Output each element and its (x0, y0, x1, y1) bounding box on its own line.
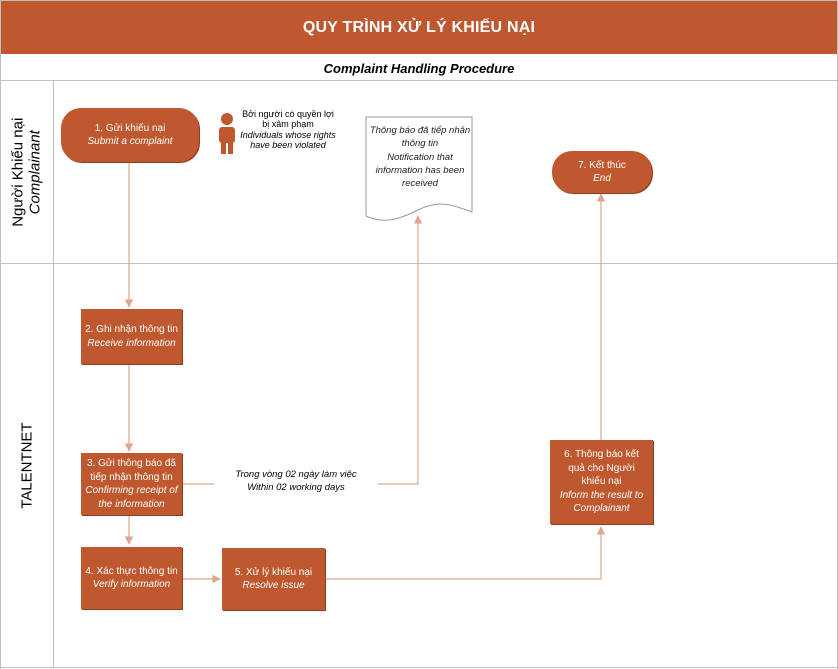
edge-5-6 (325, 526, 606, 580)
document-vi: Thông báo đã tiếp nhận thông tin (369, 125, 471, 150)
step-2-receive-information[interactable]: 2. Ghi nhận thông tin Receive informatio… (81, 309, 182, 364)
actor-caption: Bởi người có quyền lợi bị xâm phạm Indiv… (238, 109, 338, 150)
frame-border-top (0, 0, 838, 1)
step-4-en: Verify information (92, 579, 171, 590)
step-6-vi: 6. Thông báo kết quả cho Người khiếu nại (564, 449, 639, 488)
edge-label-en: Within 02 working days (247, 482, 345, 494)
frame-border-left (0, 0, 1, 669)
actor-vi: Bởi người có quyền lợi bị xâm phạm (242, 109, 334, 130)
edge-label-deadline: Trong vòng 02 ngày làm việc Within 02 wo… (214, 468, 378, 495)
step-7-en: End (593, 173, 611, 184)
step-4-verify-information[interactable]: 4. Xác thực thông tin Verify information (81, 547, 182, 609)
step-5-en: Resolve issue (242, 580, 305, 591)
title-text: QUY TRÌNH XỬ LÝ KHIẾU NẠI (302, 18, 536, 36)
step-2-vi: 2. Ghi nhận thông tin (85, 324, 178, 335)
lane-separator (0, 263, 838, 264)
edge-3-document (178, 215, 423, 485)
step-7-vi: 7. Kết thúc (578, 159, 626, 171)
actor-en: Individuals whose rights have been viola… (240, 129, 336, 151)
step-6-en: Inform the result to Complainant (559, 489, 644, 515)
step-6-inform-result[interactable]: 6. Thông báo kết quả cho Người khiếu nại… (550, 440, 653, 524)
subtitle-text: Complaint Handling Procedure (323, 60, 515, 76)
step-3-confirm-receipt[interactable]: 3. Gửi thông báo đã tiếp nhận thông tin … (81, 453, 182, 515)
document-icon (365, 116, 473, 221)
step-3-vi: 3. Gửi thông báo đã tiếp nhận thông tin (87, 458, 176, 483)
step-5-vi: 5. Xử lý khiếu nại (234, 566, 313, 578)
page-subtitle: Complaint Handling Procedure (1, 56, 837, 81)
document-caption: Thông báo đã tiếp nhận thông tin Notific… (368, 124, 472, 190)
page-title: QUY TRÌNH XỬ LÝ KHIẾU NẠI (1, 1, 837, 56)
step-2-en: Receive information (87, 337, 176, 349)
step-3-en: Confirming receipt of the information (85, 485, 178, 510)
document-en: Notification that information has been r… (375, 151, 465, 190)
person-icon (219, 113, 235, 154)
step-1-en: Submit a complaint (87, 136, 173, 147)
step-4-vi: 4. Xác thực thông tin (85, 565, 178, 577)
lane-label-divider (53, 81, 54, 668)
step-1-submit-complaint[interactable]: 1. Gửi khiếu nại Submit a complaint (61, 108, 199, 162)
step-5-resolve-issue[interactable]: 5. Xử lý khiếu nại Resolve issue (222, 548, 325, 610)
step-7-end[interactable]: 7. Kết thúc End (552, 151, 652, 193)
frame-border-bottom (0, 667, 838, 668)
step-1-vi: 1. Gửi khiếu nại (94, 122, 166, 134)
edge-label-vi: Trong vòng 02 ngày làm việc (235, 469, 357, 480)
